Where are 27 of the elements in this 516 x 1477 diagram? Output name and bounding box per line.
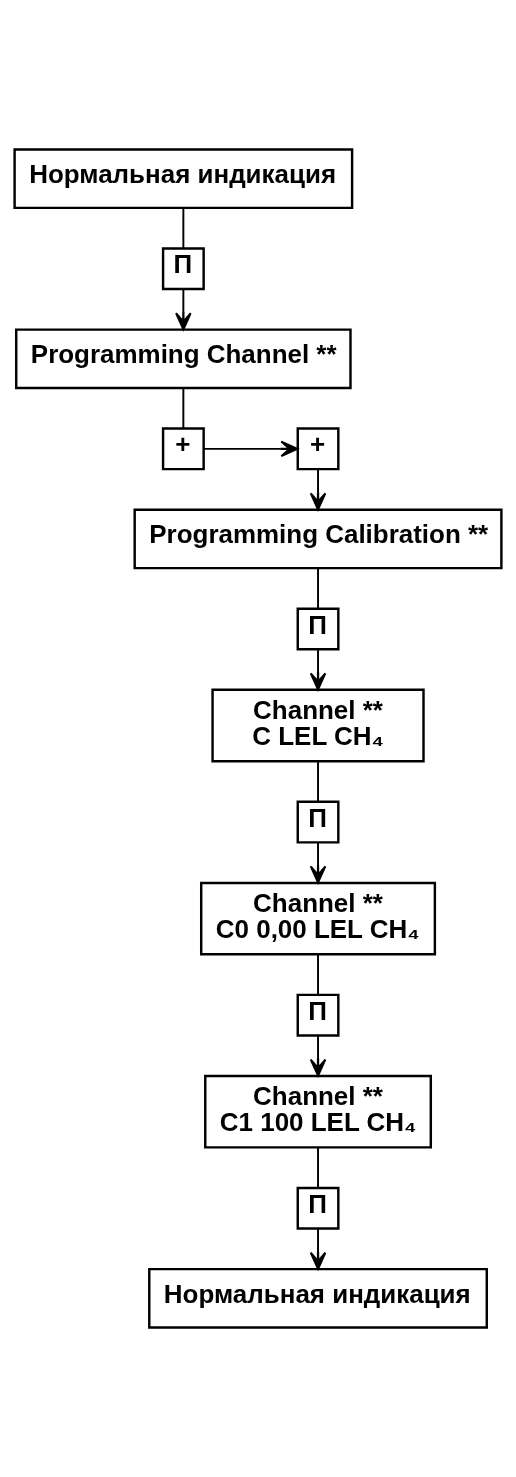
node-box: П — [296, 1186, 340, 1230]
arrow — [309, 468, 327, 511]
connector — [317, 567, 319, 610]
node-box: П — [296, 607, 340, 651]
connector — [317, 760, 319, 803]
arrow — [175, 288, 192, 331]
arrow — [309, 1034, 327, 1077]
connector — [182, 207, 185, 250]
node-box: + — [296, 427, 340, 471]
connector — [182, 387, 185, 430]
node-box: + — [161, 427, 205, 471]
arrow — [309, 841, 327, 884]
connector — [317, 953, 319, 996]
node-box: П — [296, 800, 340, 844]
node-box: Нормальная индикация — [13, 148, 354, 210]
node-box: Programming Channel ** — [15, 328, 352, 390]
node-box: Channel ** C LEL CH₄ — [211, 688, 425, 763]
node-box: Channel ** C1 100 LEL CH₄ — [204, 1074, 433, 1149]
node-box: П — [296, 993, 340, 1037]
node-box: П — [161, 247, 205, 291]
arrow — [202, 440, 299, 458]
node-box: Programming Calibration ** — [133, 508, 503, 570]
node-box: Channel ** C0 0,00 LEL CH₄ — [200, 881, 437, 956]
connector — [317, 1146, 319, 1189]
arrow — [309, 1227, 327, 1270]
node-box: Нормальная индикация — [148, 1267, 488, 1329]
arrow — [309, 648, 327, 691]
